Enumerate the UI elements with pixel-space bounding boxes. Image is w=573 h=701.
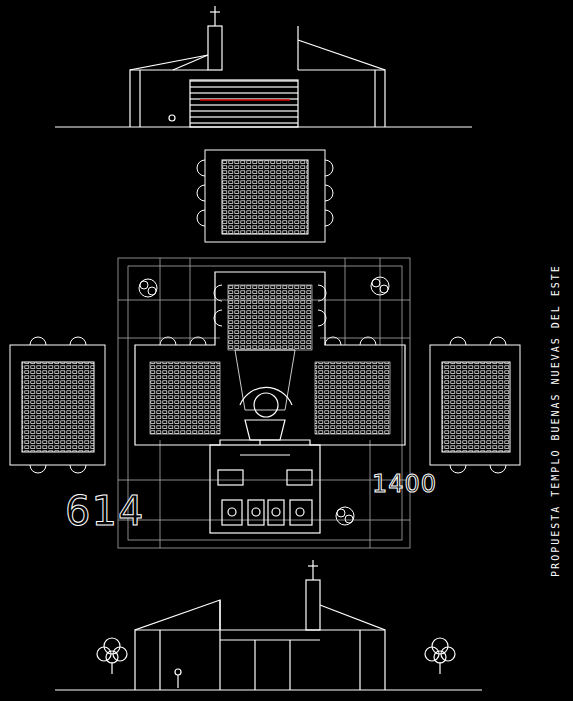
seating-block	[10, 150, 520, 465]
top-elevation	[55, 6, 472, 127]
bottom-elevation	[55, 560, 482, 690]
title-block: PROPUESTA TEMPLO BUENAS NUEVAS DEL ESTE	[550, 264, 561, 577]
dimension-number: 614	[65, 488, 144, 534]
floor-plan	[135, 272, 405, 533]
door-arcs	[30, 160, 506, 473]
plan-trees	[139, 277, 389, 525]
site-grid	[118, 258, 410, 548]
dimension-number: 1400	[372, 470, 437, 498]
